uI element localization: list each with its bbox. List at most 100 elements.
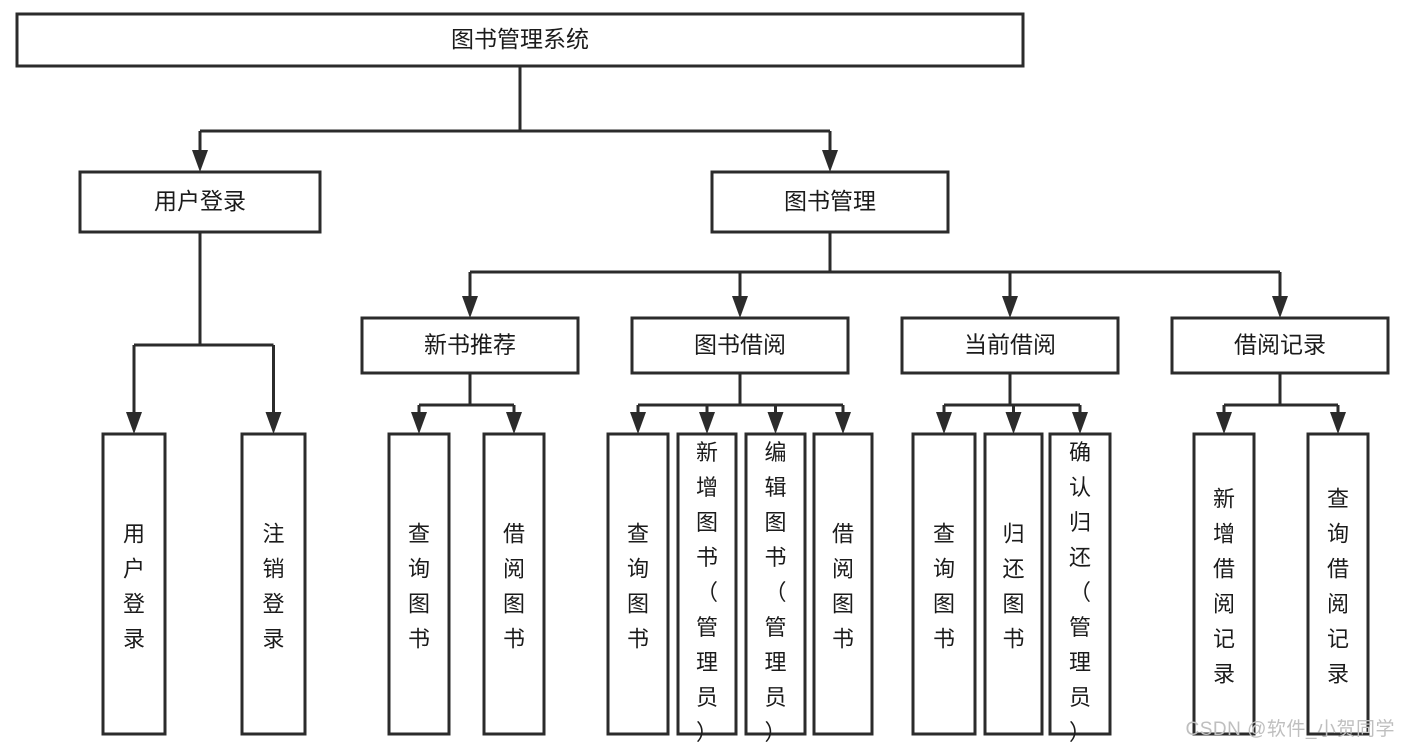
node-user-login-label: 用户登录 — [154, 188, 246, 214]
arrow-head-icon — [1330, 412, 1346, 434]
node-leaf-return-book-label-char: 还 — [1002, 556, 1024, 581]
node-leaf-confirm-return-label-char: 员 — [1069, 685, 1091, 710]
node-leaf-add-book-label-char: 增 — [696, 475, 718, 500]
arrow-head-icon — [732, 296, 748, 318]
node-leaf-add-book-label-char: 员 — [696, 685, 718, 710]
node-root-box — [15, 12, 1025, 68]
node-leaf-return-book-label-char: 图 — [1002, 591, 1024, 616]
csdn-watermark: CSDN @软件_小贺同学 — [1185, 719, 1395, 740]
node-leaf-query-record-box — [1306, 432, 1370, 736]
node-leaf-edit-book-label-char: 编 — [764, 440, 786, 465]
node-leaf-query-book-cur-label-char: 书 — [933, 626, 955, 651]
node-leaf-edit-book-label-char: 辑 — [764, 475, 786, 500]
arrow-head-icon — [506, 412, 522, 434]
node-book-borrow-box — [630, 316, 850, 375]
node-new-book-rec-box — [360, 316, 580, 375]
node-leaf-query-record-label-char: 借 — [1327, 556, 1349, 581]
node-leaf-edit-book-label-char: 图 — [764, 510, 786, 535]
node-leaf-query-book-borrow-label-char: 询 — [627, 556, 649, 581]
node-leaf-confirm-return-label-char: ） — [1069, 720, 1091, 745]
arrow-head-icon — [462, 296, 478, 318]
node-borrow-record-box — [1170, 316, 1390, 375]
node-book-manage-box — [710, 170, 950, 234]
arrow-head-icon — [630, 412, 646, 434]
node-leaf-add-book-label-char: （ — [696, 580, 718, 605]
arrow-head-icon — [1005, 412, 1022, 434]
node-leaf-add-book-label-char: 新 — [696, 440, 718, 465]
node-leaf-return-book-label-char: 归 — [1002, 521, 1024, 546]
node-leaf-borrow-book-rec-box — [482, 432, 546, 736]
node-leaf-borrow-book-label-char: 借 — [832, 521, 854, 546]
node-leaf-logout-box — [240, 432, 307, 736]
node-leaf-add-record-label-char: 借 — [1213, 556, 1235, 581]
node-leaf-query-record-label-char: 查 — [1327, 486, 1349, 511]
node-leaf-logout-label-char: 登 — [262, 591, 284, 616]
node-borrow-record[interactable]: 借阅记录 — [1170, 316, 1390, 375]
node-leaf-query-book-borrow-label-char: 查 — [627, 521, 649, 546]
node-leaf-confirm-return-label-char: 认 — [1069, 475, 1091, 500]
node-leaf-add-book-label-char: ） — [696, 720, 718, 745]
node-leaf-add-record-label-char: 记 — [1213, 626, 1235, 651]
node-book-borrow-label: 图书借阅 — [694, 332, 786, 358]
node-leaf-add-record-label-char: 阅 — [1213, 591, 1235, 616]
node-leaf-add-record-label-char: 录 — [1213, 661, 1235, 686]
arrow-head-icon — [822, 150, 838, 172]
node-leaf-confirm-return-label-char: 归 — [1069, 510, 1091, 535]
node-leaf-user-login[interactable]: 用户登录 — [101, 432, 167, 736]
arrow-head-icon — [1272, 296, 1288, 318]
node-leaf-add-book-label-char: 理 — [696, 650, 718, 675]
arrow-head-icon — [936, 412, 952, 434]
node-leaf-return-book-label-char: 书 — [1002, 626, 1024, 651]
node-leaf-edit-book-label-char: ） — [764, 720, 786, 745]
node-user-login-box — [78, 170, 322, 234]
node-leaf-query-record-label-char: 录 — [1327, 661, 1349, 686]
node-leaf-confirm-return-label-char: 还 — [1069, 545, 1091, 570]
node-leaf-confirm-return-box — [1048, 432, 1112, 736]
node-new-book-rec-label: 新书推荐 — [424, 332, 516, 358]
nodes-layer: 图书管理系统用户登录图书管理新书推荐图书借阅当前借阅借阅记录用户登录注销登录查询… — [15, 12, 1390, 745]
node-leaf-confirm-return-label-char: （ — [1069, 580, 1091, 605]
node-leaf-edit-book-label-char: 理 — [764, 650, 786, 675]
arrow-head-icon — [1216, 412, 1232, 434]
node-user-login[interactable]: 用户登录 — [78, 170, 322, 234]
node-leaf-add-book-box — [676, 432, 738, 736]
node-new-book-rec[interactable]: 新书推荐 — [360, 316, 580, 375]
node-leaf-query-book-borrow-box — [606, 432, 670, 736]
node-leaf-add-record-label-char: 新 — [1213, 486, 1235, 511]
arrow-head-icon — [1002, 296, 1018, 318]
node-book-manage[interactable]: 图书管理 — [710, 170, 950, 234]
arrow-head-icon — [126, 412, 142, 434]
node-leaf-add-record-box — [1192, 432, 1256, 736]
arrow-head-icon — [767, 412, 784, 434]
node-book-borrow[interactable]: 图书借阅 — [630, 316, 850, 375]
node-leaf-query-book-rec-label-char: 书 — [408, 626, 430, 651]
node-current-borrow[interactable]: 当前借阅 — [900, 316, 1120, 375]
node-leaf-query-book-cur-label-char: 询 — [933, 556, 955, 581]
arrow-head-icon — [192, 150, 208, 172]
node-leaf-logout-label-char: 录 — [262, 626, 284, 651]
node-leaf-query-book-borrow-label-char: 书 — [627, 626, 649, 651]
node-root[interactable]: 图书管理系统 — [15, 12, 1025, 68]
node-current-borrow-box — [900, 316, 1120, 375]
node-leaf-query-book-rec-label-char: 询 — [408, 556, 430, 581]
node-book-manage-label: 图书管理 — [784, 188, 876, 214]
node-leaf-add-book-label-char: 书 — [696, 545, 718, 570]
node-leaf-query-book-rec-label-char: 查 — [408, 521, 430, 546]
node-leaf-add-book-label-char: 图 — [696, 510, 718, 535]
node-borrow-record-label: 借阅记录 — [1234, 332, 1326, 358]
node-leaf-add-record-label-char: 增 — [1213, 521, 1235, 546]
node-leaf-user-login-label-char: 录 — [123, 626, 145, 651]
node-leaf-edit-book-label-char: （ — [764, 580, 786, 605]
